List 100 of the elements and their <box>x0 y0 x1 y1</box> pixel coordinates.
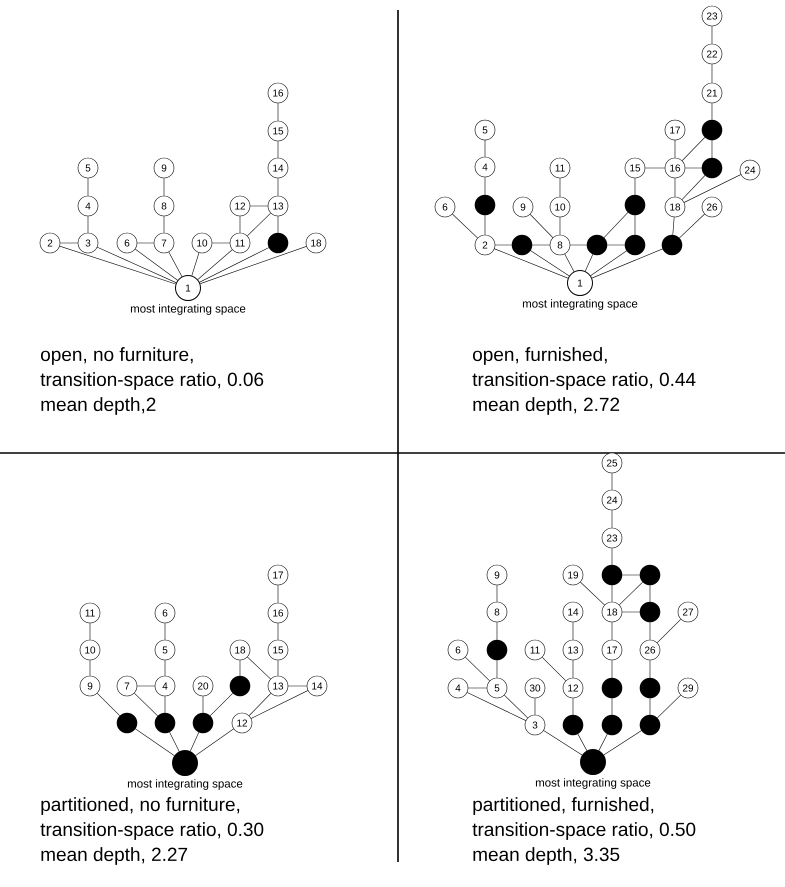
connector-line <box>484 215 486 236</box>
connector-line <box>674 140 676 158</box>
filled-circle <box>624 234 646 256</box>
filled-circle <box>640 714 660 736</box>
connector-line <box>496 585 498 602</box>
connector-line <box>198 249 233 280</box>
connector-line <box>682 175 706 200</box>
filled-circle <box>640 678 660 698</box>
caption-line: transition-space ratio, 0.44 <box>472 372 696 390</box>
filled-circle <box>230 676 250 696</box>
connector-line <box>585 254 594 272</box>
connector-line <box>452 214 478 238</box>
filled-circle <box>172 750 198 776</box>
node-caption: most integrating space <box>128 779 242 790</box>
filled-circle <box>474 194 496 216</box>
connector-line <box>634 215 636 236</box>
connector-line <box>634 178 636 196</box>
connector-line <box>679 214 705 238</box>
caption-line: open, furnished, <box>473 347 607 365</box>
connector-line <box>592 248 663 278</box>
connector-line <box>192 252 200 276</box>
connector-line <box>202 696 204 713</box>
caption-line: transition-space ratio, 0.06 <box>40 372 264 390</box>
connector-line <box>656 619 681 644</box>
connector-line <box>607 244 625 246</box>
caption-line: mean depth, 2.27 <box>41 847 188 865</box>
filled-circle <box>640 564 660 586</box>
connector-line <box>199 247 270 282</box>
connector-line <box>466 692 526 721</box>
node-caption: most integrating space <box>536 778 650 789</box>
connector-line <box>97 246 176 283</box>
connector-line <box>210 693 234 716</box>
connector-line <box>248 693 272 716</box>
connector-line <box>504 694 528 718</box>
connector-line <box>530 250 570 276</box>
filled-circle <box>512 234 532 256</box>
filled-circle <box>602 714 622 736</box>
filled-circle <box>116 712 138 734</box>
connector-line <box>135 728 175 756</box>
connector-line <box>494 248 568 278</box>
connector-line <box>496 622 498 640</box>
connector-line <box>164 623 166 640</box>
connector-line <box>96 693 120 716</box>
connector-line <box>195 728 234 756</box>
connector-line <box>495 244 512 246</box>
connector-line <box>580 582 605 606</box>
connector-line <box>134 248 178 281</box>
node-caption: most integrating space <box>130 304 246 315</box>
connector-line <box>684 174 742 203</box>
filled-circle <box>154 712 176 734</box>
connector-line <box>465 656 490 682</box>
filled-circle <box>486 640 508 660</box>
connector-line <box>590 250 627 276</box>
connector-line <box>657 694 681 718</box>
connector-line <box>672 216 674 236</box>
connector-line <box>137 242 154 244</box>
filled-circle <box>702 158 722 178</box>
caption-line: open, no furniture, <box>41 347 193 365</box>
connector-line <box>250 690 308 719</box>
connector-line <box>570 244 587 246</box>
connector-line <box>619 582 643 606</box>
connector-line <box>543 730 582 756</box>
filled-circle <box>702 120 722 140</box>
connector-line <box>60 246 176 284</box>
connector-line <box>598 734 608 751</box>
filled-circle <box>580 749 606 775</box>
connector-line <box>168 252 182 277</box>
node-caption: most integrating space <box>522 299 638 310</box>
connector-line <box>164 696 166 713</box>
connector-line <box>674 178 676 198</box>
connector-line <box>60 242 78 244</box>
caption-line: transition-space ratio, 0.30 <box>40 822 264 840</box>
connector-line <box>212 242 230 244</box>
connector-line <box>190 732 200 752</box>
connector-line <box>572 698 574 715</box>
caption-line: transition-space ratio, 0.50 <box>472 822 696 840</box>
caption-line: mean depth, 2.72 <box>473 397 620 415</box>
connector-line <box>134 692 158 716</box>
filled-circle <box>268 232 288 254</box>
caption-line: mean depth,2 <box>41 397 156 415</box>
filled-circle <box>640 602 660 622</box>
connector-line <box>542 657 566 682</box>
filled-circle <box>662 234 682 256</box>
connector-line <box>604 212 628 238</box>
connector-line <box>484 140 486 158</box>
connector-line <box>484 177 486 196</box>
connector-line <box>604 730 642 756</box>
connector-line <box>247 212 271 236</box>
connector-line <box>534 698 536 715</box>
connector-line <box>200 246 307 284</box>
connector-line <box>530 214 554 238</box>
connector-line <box>572 622 574 640</box>
connector-line <box>578 734 588 751</box>
filled-circle <box>602 564 622 586</box>
connector-line <box>572 660 574 678</box>
caption-line: mean depth, 3.35 <box>473 847 620 865</box>
caption-line: partitioned, no furniture, <box>41 797 240 815</box>
filled-circle <box>624 194 646 216</box>
connector-line <box>169 732 180 752</box>
filled-circle <box>562 714 584 736</box>
